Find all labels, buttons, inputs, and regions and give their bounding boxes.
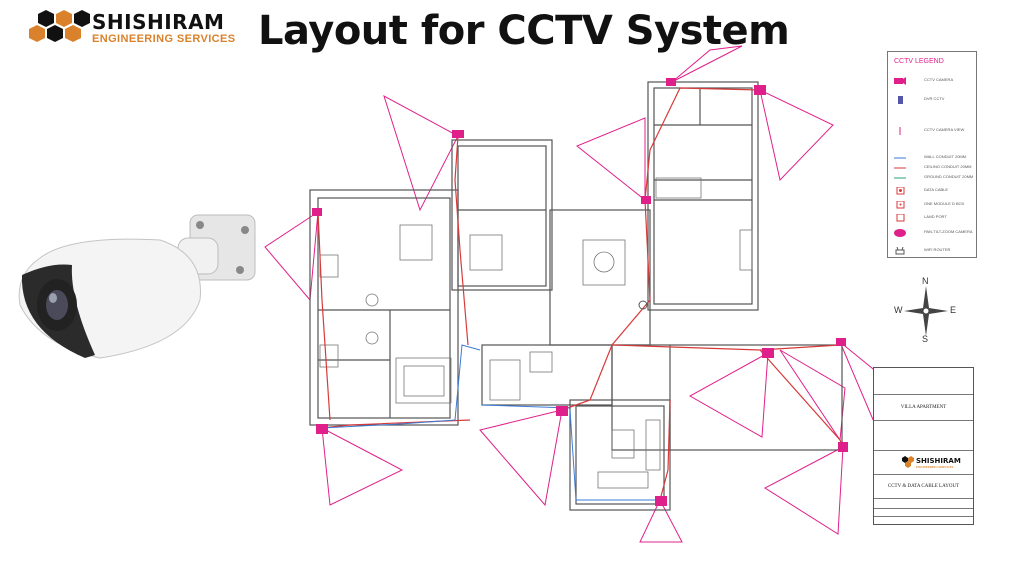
cctv-camera-icon	[666, 78, 676, 86]
d-box-icon	[896, 201, 905, 209]
cctv-camera-icon	[762, 348, 774, 358]
legend-item: CEILING CONDUIT 20MM	[888, 163, 976, 173]
cctv-camera-icon	[754, 85, 766, 95]
cctv-camera-icon	[836, 338, 846, 346]
cctv-camera-icon	[312, 208, 322, 216]
hexagon-logo-icon	[29, 10, 90, 42]
wifi-router-icon	[895, 247, 905, 255]
dvr-icon	[898, 96, 903, 104]
ceiling-conduit-icon	[894, 167, 906, 169]
legend-item: GROUND CONDUIT 20MM	[888, 173, 976, 183]
legend-label: DVR CCTV	[924, 96, 945, 101]
legend-title: CCTV LEGEND	[894, 58, 944, 65]
legend-label: CEILING CONDUIT 20MM	[924, 164, 972, 169]
legend-item: WALL CONDUIT 20MM	[888, 153, 976, 163]
drawing-title-block: VILLA APARTMENT SHISHIRAM ENGINEERING SE…	[873, 367, 974, 525]
wall-conduit-icon	[894, 157, 906, 159]
brand-subtitle: ENGINEERING SERVICES	[92, 33, 236, 45]
brand-name: SHISHIRAM	[92, 10, 225, 34]
compass-east: E	[950, 305, 957, 315]
building-walls	[309, 81, 843, 511]
camera-view-icon	[899, 127, 901, 135]
legend-label: GROUND CONDUIT 20MM	[924, 174, 974, 179]
legend-label: WIFI ROUTER	[924, 247, 951, 252]
title-block-brand-sub: ENGINEERING SERVICES	[916, 465, 954, 469]
cctv-camera-icon	[655, 496, 667, 506]
cctv-camera-icon	[894, 77, 906, 85]
camera-view-fields	[264, 45, 906, 543]
cctv-camera-icon	[316, 424, 328, 434]
title-block-brand: SHISHIRAM	[916, 457, 961, 465]
furniture	[319, 177, 753, 489]
legend-item: DVR CCTV	[888, 95, 976, 105]
bullet-camera-illustration	[18, 214, 256, 359]
legend-label: CCTV CAMERA VIEW	[924, 127, 965, 132]
legend-item: PAN-TILT-ZOOM CAMERA	[888, 228, 976, 238]
cctv-camera-icon	[838, 442, 848, 452]
legend-label: WALL CONDUIT 20MM	[924, 154, 967, 159]
legend-item: CCTV CAMERA VIEW	[888, 126, 976, 136]
legend-item: WIFI ROUTER	[888, 246, 976, 256]
cctv-camera-icon	[452, 130, 464, 138]
compass-rose: N S W E	[894, 276, 957, 344]
legend-label: CCTV CAMERA	[924, 77, 954, 82]
cctv-legend: CCTV LEGEND CCTV CAMERA DVR CCTV CCTV CA…	[887, 51, 977, 258]
compass-south: S	[922, 334, 929, 344]
router-node	[638, 300, 648, 310]
project-name: VILLA APARTMENT	[900, 405, 947, 410]
page-title: Layout for CCTV System	[258, 8, 790, 54]
cctv-camera-icon	[641, 196, 651, 204]
legend-item: ONE MODULE D BOX	[888, 200, 976, 210]
compass-west: W	[894, 305, 903, 315]
legend-label: LAND PORT	[924, 214, 947, 219]
legend-label: DATA CABLE	[924, 187, 949, 192]
legend-label: ONE MODULE D BOX	[924, 201, 965, 206]
blue-conduit-lines	[321, 344, 660, 501]
cctv-camera-icon	[556, 406, 568, 416]
legend-label: PAN-TILT-ZOOM CAMERA	[924, 229, 973, 234]
camera-markers	[312, 78, 848, 506]
data-cable-icon	[896, 187, 905, 195]
land-port-icon	[896, 214, 905, 222]
ground-conduit-icon	[894, 177, 906, 179]
company-logo	[24, 6, 244, 50]
sheet-title: CCTV & DATA CABLE LAYOUT	[887, 484, 960, 489]
compass-north: N	[922, 276, 929, 286]
hexagon-logo-icon	[902, 456, 914, 468]
red-conduit-lines	[317, 87, 844, 501]
compass-icon	[904, 286, 948, 336]
ptz-camera-icon	[894, 229, 906, 237]
legend-item: DATA CABLE	[888, 186, 976, 196]
legend-item: CCTV CAMERA	[888, 76, 976, 86]
legend-item: LAND PORT	[888, 213, 976, 223]
